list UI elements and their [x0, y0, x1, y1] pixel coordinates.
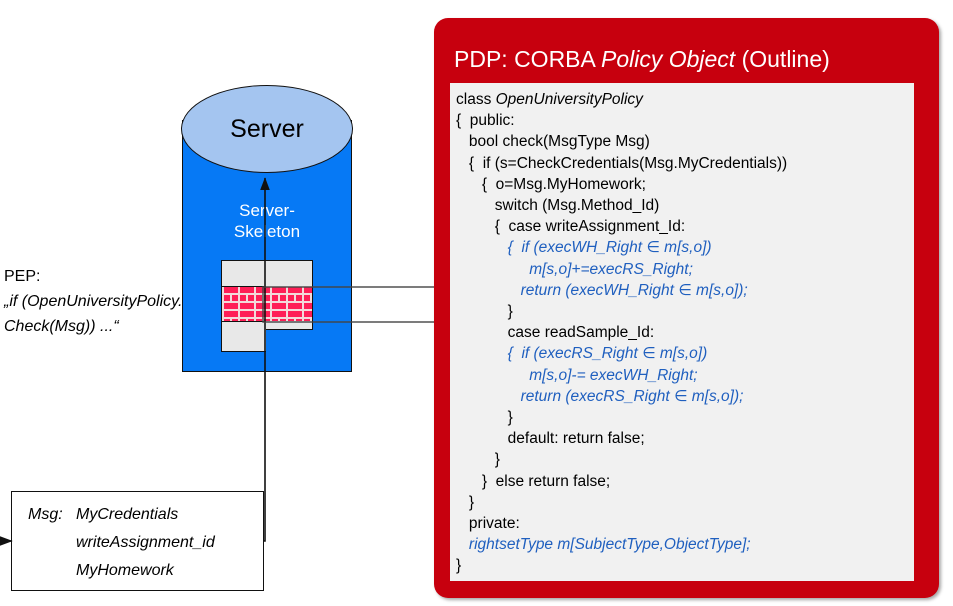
firewall-brick-mortar-icon: [222, 287, 312, 321]
code-line: } else return false;: [456, 472, 611, 490]
pdp-title-emphasis: Policy Object: [600, 46, 736, 72]
message-value-1: writeAssignment_id: [76, 534, 215, 551]
code-line: return (execRS_Right ∈ m[s,o]);: [456, 387, 744, 405]
code-line: m[s,o]-= execWH_Right;: [456, 366, 698, 384]
pep-annotation: PEP: „if (OpenUniversityPolicy. Check(Ms…: [4, 264, 219, 339]
pep-title: PEP:: [4, 268, 41, 285]
code-line: return (execWH_Right ∈ m[s,o]);: [456, 281, 748, 299]
message-box: Msg: MyCredentials writeAssignment_id MyH…: [11, 491, 264, 591]
code-line: private:: [456, 515, 520, 533]
pdp-title-part1: PDP: CORBA: [454, 46, 601, 72]
code-line: }: [456, 557, 462, 575]
firewall-notch-top: [221, 260, 266, 287]
code-line-text: class: [456, 91, 496, 108]
code-line: rightsetType m[SubjectType,ObjectType];: [456, 536, 751, 554]
message-value-0: MyCredentials: [76, 506, 179, 523]
message-contents: Msg: MyCredentials writeAssignment_id MyH…: [28, 501, 215, 585]
pdp-panel-title: PDP: CORBA Policy Object (Outline): [454, 46, 830, 73]
code-line: }: [456, 451, 500, 469]
code-line: }: [456, 409, 513, 427]
code-line: m[s,o]+=execRS_Right;: [456, 260, 693, 278]
code-line: { if (execRS_Right ∈ m[s,o]): [456, 345, 708, 363]
code-line: { o=Msg.MyHomework;: [456, 175, 646, 193]
pep-code-line2: Check(Msg)) ...“: [4, 318, 119, 335]
pep-code-line1: „if (OpenUniversityPolicy.: [4, 293, 183, 310]
pdp-panel: PDP: CORBA Policy Object (Outline) class…: [434, 18, 939, 598]
code-line: default: return false;: [456, 430, 645, 448]
code-line: { case writeAssignment_Id:: [456, 218, 686, 236]
code-line: }: [456, 303, 513, 321]
pdp-title-part2: (Outline): [735, 46, 830, 72]
code-line: case readSample_Id:: [456, 324, 655, 342]
message-value-2: MyHomework: [76, 562, 174, 579]
policy-code-block: class OpenUniversityPolicy { public: bool…: [450, 83, 914, 581]
server-diagram: Server- Skeleton Server PEP: „if (OpenUn…: [0, 0, 430, 606]
server-label: Server: [230, 114, 304, 143]
code-line: bool check(MsgType Msg): [456, 133, 650, 151]
code-line: class OpenUniversityPolicy: [456, 89, 910, 110]
code-line: { public:: [456, 112, 515, 130]
code-line-italic: OpenUniversityPolicy: [495, 91, 643, 108]
server-cylinder-top: Server: [181, 85, 353, 173]
firewall-notch-bottom: [221, 321, 266, 352]
code-line: { if (execWH_Right ∈ m[s,o]): [456, 239, 712, 257]
code-line: { if (s=CheckCredentials(Msg.MyCredentia…: [456, 154, 788, 172]
code-line: switch (Msg.Method_Id): [456, 197, 660, 215]
server-skeleton-label-line2: Skeleton: [233, 222, 301, 241]
code-line: }: [456, 493, 475, 511]
server-skeleton-label-line1: Server-: [239, 201, 295, 220]
message-key: Msg:: [28, 506, 63, 523]
server-skeleton-label: Server- Skeleton: [182, 200, 352, 242]
